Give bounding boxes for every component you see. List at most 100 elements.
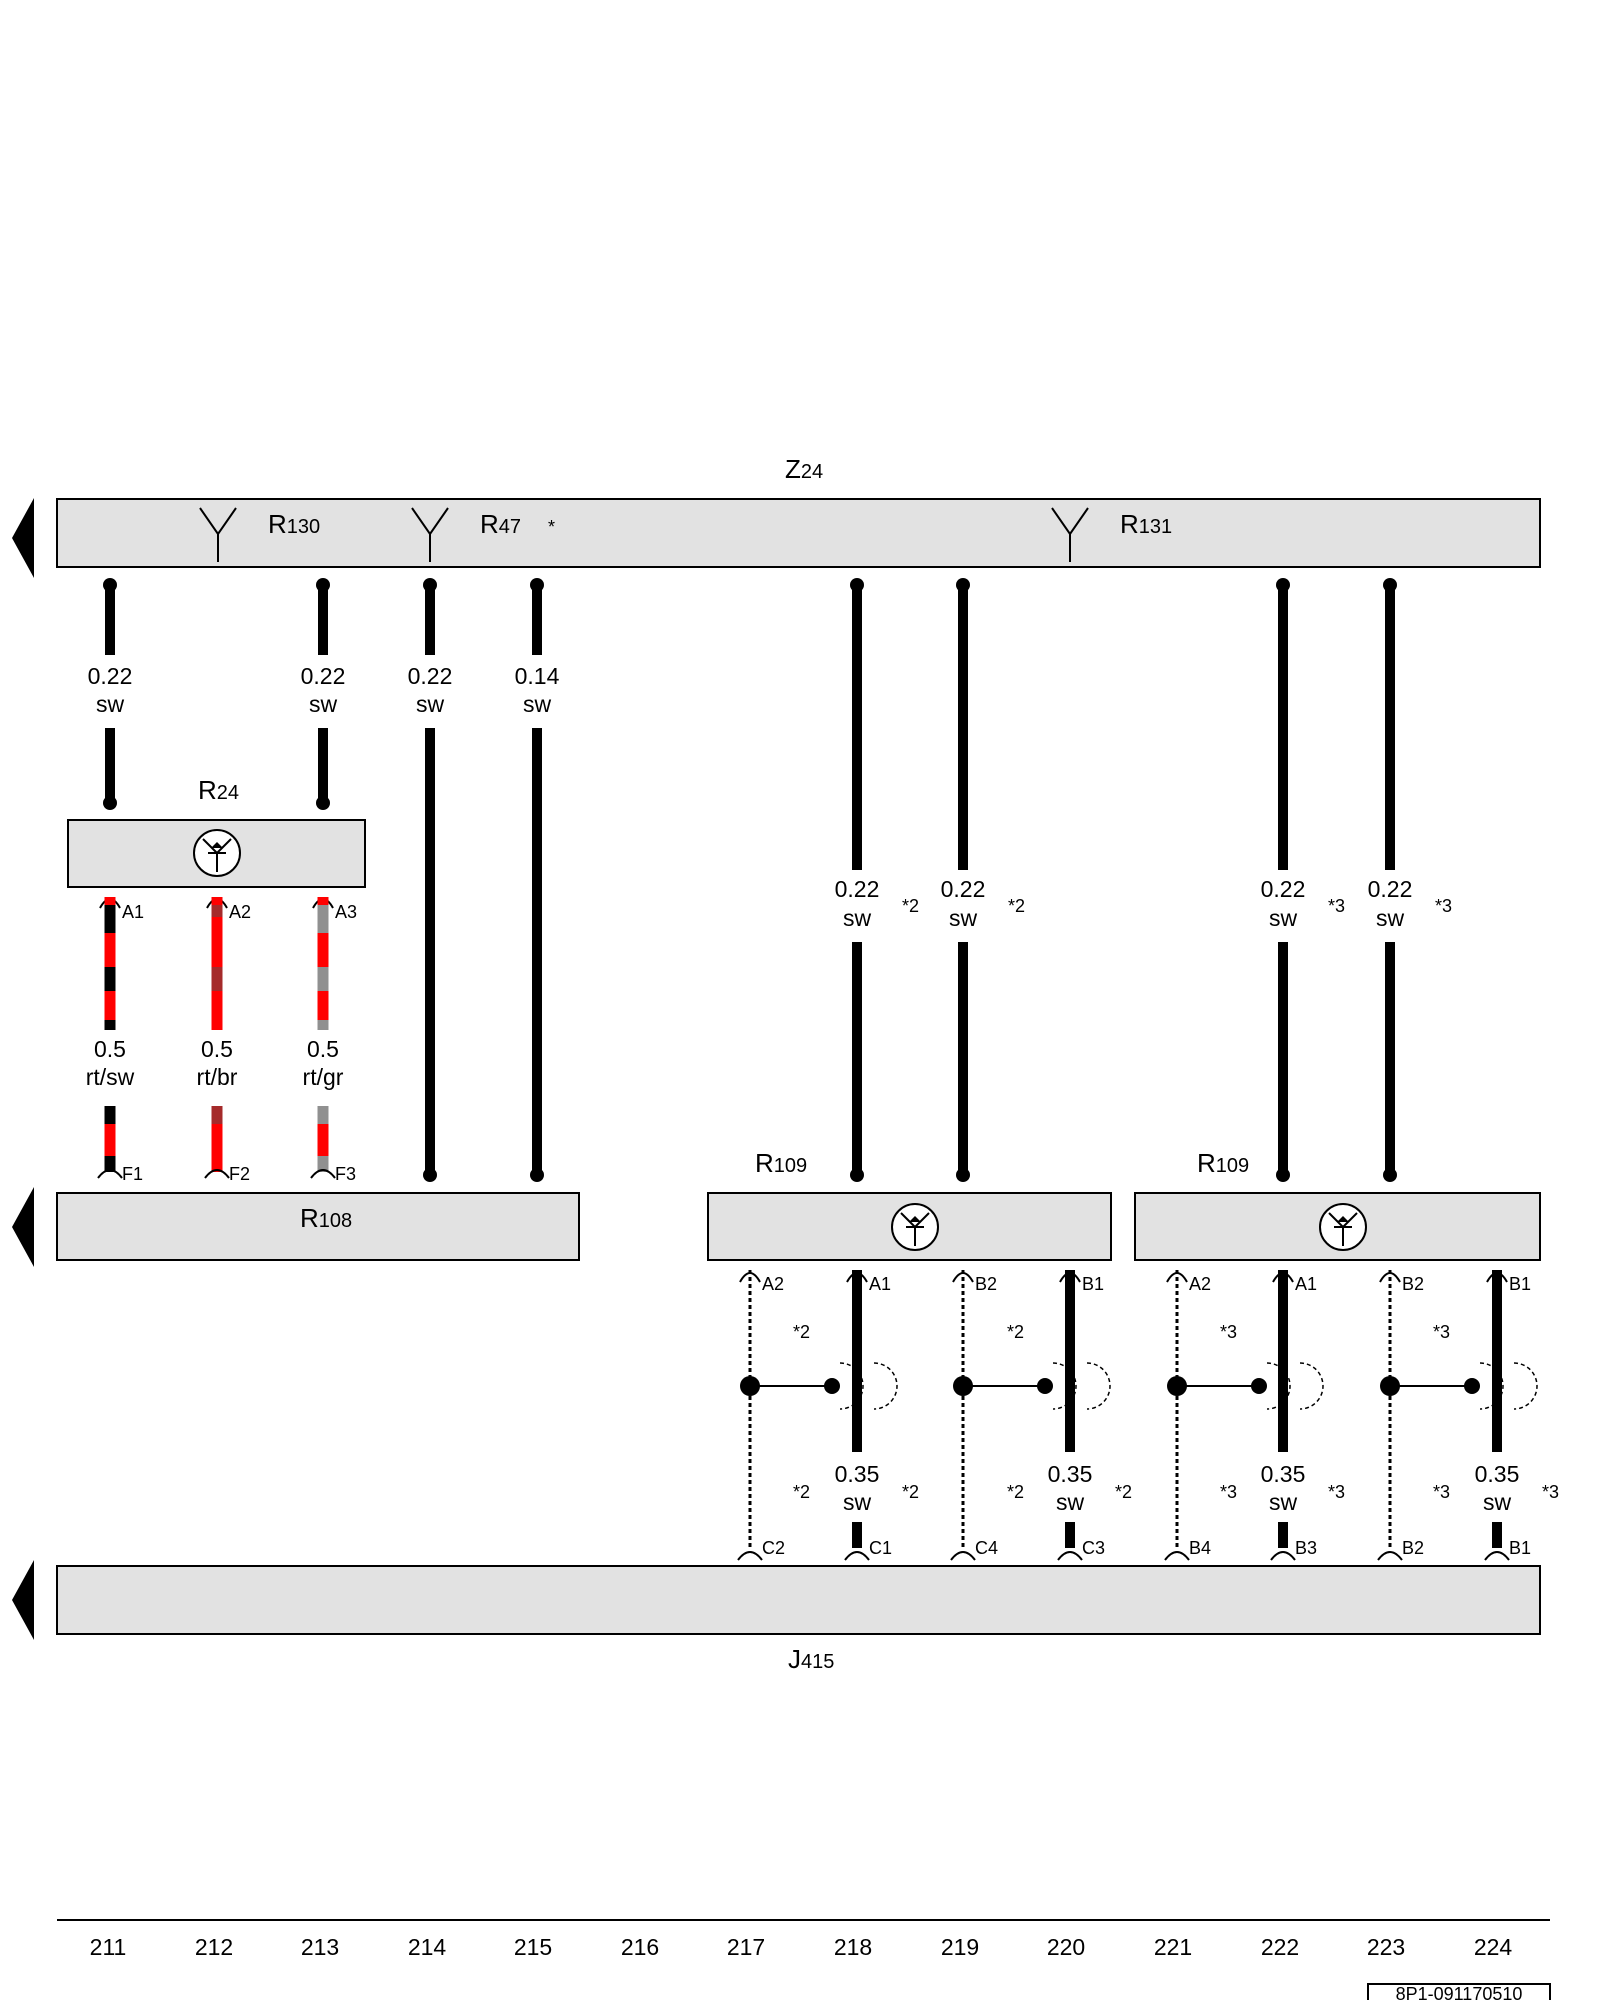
wire-color: rt/br <box>197 1064 238 1090</box>
speaker-icon <box>1319 1203 1367 1251</box>
pin-label: B2 <box>1402 1274 1424 1294</box>
signal-wire: A1 B3 0.35 sw *3 <box>1251 1270 1345 1561</box>
r47-asterisk: * <box>548 517 555 537</box>
continuation-arrow-z24 <box>12 498 34 578</box>
pin-label: B4 <box>1189 1538 1211 1558</box>
r108-label: R108 <box>300 1203 352 1233</box>
antenna-icon-r131 <box>1051 507 1089 562</box>
wire-212-rtbr: A2 F2 0.5 rt/br <box>197 897 251 1184</box>
signal-wire: A1 C1 0.35 sw *2 <box>824 1270 919 1561</box>
footnote-marker: *2 <box>902 896 919 916</box>
wire-222-upper: 0.22 sw *3 <box>1261 578 1345 1182</box>
footnote-marker: *2 <box>1115 1482 1132 1502</box>
wire-223-upper: 0.22 sw *3 <box>1368 578 1452 1182</box>
wire-size: 0.22 <box>1261 876 1306 902</box>
column-number: 214 <box>408 1934 447 1960</box>
column-number: 221 <box>1154 1934 1192 1960</box>
column-number-strip: 211 212 213 214 215 216 217 218 219 220 … <box>57 1919 1550 1960</box>
footnote-marker: *2 <box>1007 1322 1024 1342</box>
footnote-marker: *2 <box>793 1482 810 1502</box>
shielded-pair-223-224: B2 B2 *3 *3 B1 B1 0.35 sw *3 <box>1377 1270 1559 1561</box>
pin-label: A2 <box>229 902 251 922</box>
footnote-marker: *3 <box>1328 896 1345 916</box>
wire-size: 0.35 <box>1261 1461 1306 1487</box>
wire-218-upper: 0.22 sw *2 <box>835 578 919 1182</box>
wire-color: sw <box>1483 1489 1512 1515</box>
footnote-marker: *2 <box>793 1322 810 1342</box>
column-number: 212 <box>195 1934 233 1960</box>
column-number: 219 <box>941 1934 979 1960</box>
wire-color: sw <box>1376 905 1405 931</box>
footnote-marker: *3 <box>1433 1482 1450 1502</box>
pin-label: B1 <box>1509 1274 1531 1294</box>
column-number: 223 <box>1367 1934 1405 1960</box>
column-number: 224 <box>1474 1934 1513 1960</box>
component-j415: J415 <box>12 1560 1541 1674</box>
signal-wire: B1 B1 0.35 sw *3 <box>1464 1270 1559 1561</box>
wire-size: 0.22 <box>88 663 133 689</box>
wire-color: sw <box>843 905 872 931</box>
pin-label: F2 <box>229 1164 250 1184</box>
wire-color: sw <box>949 905 978 931</box>
footnote-marker: *3 <box>1328 1482 1345 1502</box>
wire-213-upper: 0.22 sw <box>301 578 346 810</box>
continuation-arrow-r108 <box>12 1187 34 1267</box>
pin-label: C4 <box>975 1538 998 1558</box>
continuation-arrow-j415 <box>12 1560 34 1640</box>
footnote-marker: *3 <box>1433 1322 1450 1342</box>
pin-label: A2 <box>762 1274 784 1294</box>
shield-wire: B2 B2 *3 *3 <box>1377 1270 1472 1561</box>
wire-color: sw <box>96 691 125 717</box>
component-r108: R108 <box>12 1187 580 1267</box>
wire-color: sw <box>416 691 445 717</box>
wire-215: 0.14 sw <box>515 578 560 1182</box>
footnote-marker: *2 <box>902 1482 919 1502</box>
speaker-icon <box>891 1203 939 1251</box>
footnote-marker: *3 <box>1220 1482 1237 1502</box>
wire-214: 0.22 sw <box>408 578 453 1182</box>
wire-size: 0.35 <box>1475 1461 1520 1487</box>
wire-color: sw <box>1269 1489 1298 1515</box>
wire-color: rt/gr <box>303 1064 344 1090</box>
r130-label: R130 <box>268 509 320 539</box>
shielded-pair-221-222: A2 B4 *3 *3 A1 B3 0.35 sw *3 <box>1164 1270 1345 1561</box>
column-number: 215 <box>514 1934 552 1960</box>
z24-label: Z24 <box>785 454 823 484</box>
column-number: 213 <box>301 1934 339 1960</box>
column-number: 220 <box>1047 1934 1085 1960</box>
footnote-marker: *3 <box>1220 1322 1237 1342</box>
pin-label: F1 <box>122 1164 143 1184</box>
pin-label: A1 <box>1295 1274 1317 1294</box>
wire-size: 0.22 <box>408 663 453 689</box>
r24-label: R24 <box>198 775 239 805</box>
r131-label: R131 <box>1120 509 1172 539</box>
document-id-text: 8P1-091170510 <box>1396 1984 1523 2000</box>
wire-size: 0.22 <box>835 876 880 902</box>
column-number: 211 <box>90 1934 127 1960</box>
pin-label: B2 <box>1402 1538 1424 1558</box>
component-z24: Z24 R130 R47 * R131 <box>12 454 1541 578</box>
r108-box <box>56 1192 580 1261</box>
column-number: 222 <box>1261 1934 1299 1960</box>
shield-wire: A2 C2 *2 *2 <box>737 1270 832 1561</box>
pin-label: B3 <box>1295 1538 1317 1558</box>
pin-label: A1 <box>869 1274 891 1294</box>
wire-211-rtsw: A1 F1 0.5 rt/sw <box>86 897 144 1184</box>
column-number: 218 <box>834 1934 872 1960</box>
r109-left-label: R109 <box>755 1148 807 1178</box>
wire-size: 0.22 <box>301 663 346 689</box>
r109-right-label: R109 <box>1197 1148 1249 1178</box>
antenna-icon-r47 <box>411 507 449 562</box>
wire-size: 0.35 <box>835 1461 880 1487</box>
wire-size: 0.5 <box>307 1036 339 1062</box>
r47-label: R47 <box>480 509 521 539</box>
shielded-pair-217-218: A2 C2 *2 *2 A1 C1 0.35 sw *2 <box>737 1270 919 1561</box>
wire-219-upper: 0.22 sw *2 <box>941 578 1025 1182</box>
wire-size: 0.22 <box>941 876 986 902</box>
wire-color: sw <box>523 691 552 717</box>
antenna-icon-r130 <box>199 507 237 562</box>
footnote-marker: *2 <box>1007 1482 1024 1502</box>
shielded-pair-219-220: B2 C4 *2 *2 B1 C3 0.35 sw *2 <box>950 1270 1132 1561</box>
footnote-marker: *3 <box>1435 896 1452 916</box>
pin-label: A2 <box>1189 1274 1211 1294</box>
